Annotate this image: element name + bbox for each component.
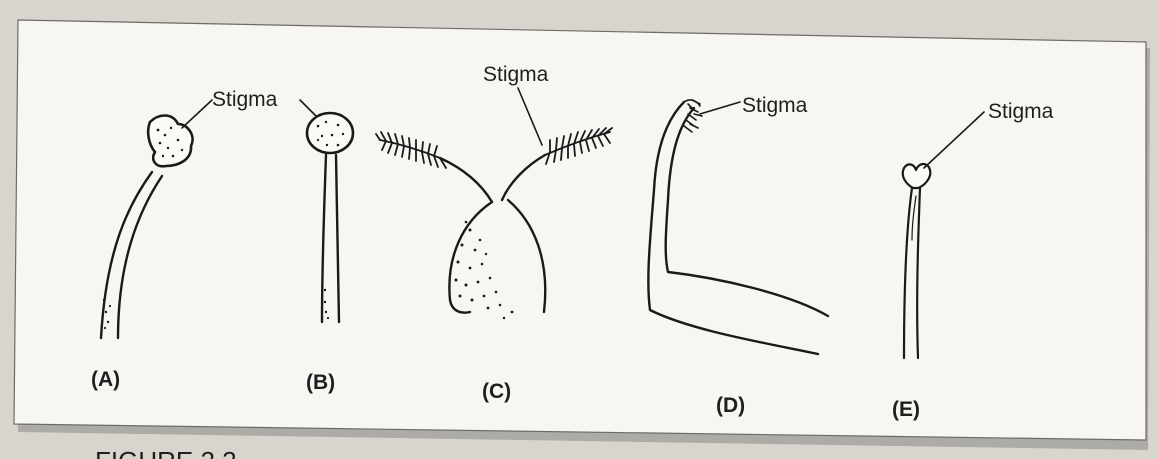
stigma-label-c: Stigma — [483, 63, 549, 86]
figure-letter-e: (E) — [892, 398, 920, 421]
figure-letter-c: (C) — [482, 380, 511, 403]
figure-letter-d: (D) — [716, 394, 745, 417]
figure-letter-a: (A) — [91, 368, 120, 391]
figure-letter-b: (B) — [306, 371, 335, 394]
paper-sheet — [14, 20, 1146, 440]
stigma-label-d: Stigma — [742, 94, 808, 117]
stigma-label-e: Stigma — [988, 100, 1054, 123]
stigma-label-a: Stigma — [212, 88, 278, 111]
figure-caption: FIGURE 2.2 — [95, 446, 237, 459]
stigma-b — [307, 113, 353, 153]
